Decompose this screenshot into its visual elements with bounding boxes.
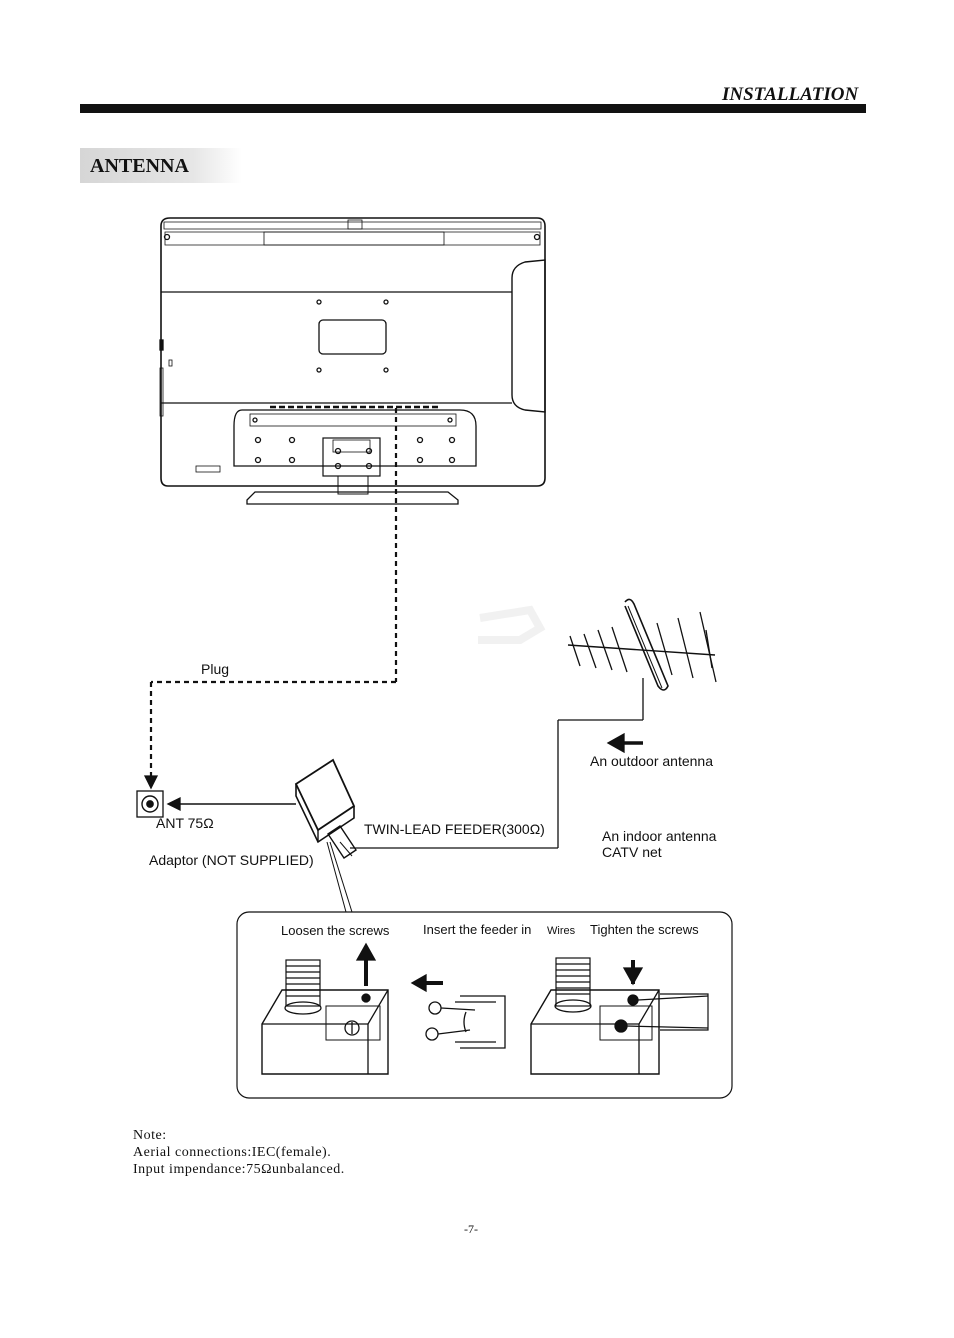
section-header: INSTALLATION [722, 84, 859, 105]
catv-net-label: CATV net [602, 844, 662, 860]
ant-label: ANT 75Ω [156, 815, 214, 831]
step-tighten-illustration [530, 957, 709, 1075]
twin-lead-label: TWIN-LEAD FEEDER(300Ω) [364, 821, 545, 837]
note-line-1: Aerial connections:IEC(female). [133, 1145, 332, 1160]
section-tab [80, 148, 242, 183]
header-rule [80, 104, 866, 113]
plug-label: Plug [201, 661, 229, 677]
wires-label: Wires [547, 925, 576, 937]
page-number: -7- [464, 1222, 478, 1236]
page-title: ANTENNA [90, 155, 189, 177]
tighten-label: Tighten the screws [590, 922, 699, 937]
ant-socket [136, 790, 164, 818]
plug-cable-path [143, 408, 398, 790]
outdoor-antenna-illustration [567, 598, 717, 691]
detail-box [236, 911, 733, 1099]
outdoor-antenna-label: An outdoor antenna [590, 753, 713, 769]
adaptor-illustration [294, 758, 357, 859]
step-loosen-illustration [261, 942, 389, 1075]
insert-label: Insert the feeder in [423, 922, 531, 937]
note-line-2: Input impendance:75Ωunbalanced. [133, 1162, 345, 1177]
note: Note: Aerial connections:IEC(female). In… [133, 1127, 345, 1178]
note-title: Note: [133, 1128, 167, 1143]
loosen-label: Loosen the screws [281, 923, 390, 938]
adaptor-label: Adaptor (NOT SUPPLIED) [149, 852, 314, 868]
indoor-antenna-label: An indoor antenna [602, 828, 717, 844]
tv-rear-illustration [159, 217, 546, 505]
step-insert-illustration [410, 973, 506, 1049]
